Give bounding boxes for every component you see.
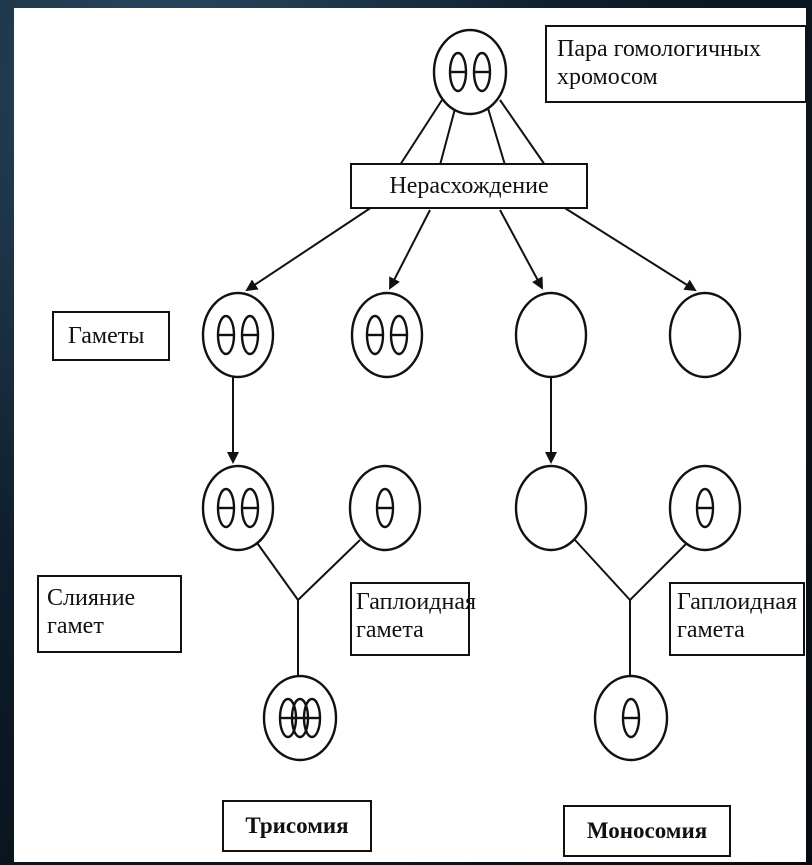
top-connectors	[399, 99, 546, 166]
gamete-nullisomic-2	[668, 291, 742, 379]
gametes-label: Гаметы	[52, 311, 170, 361]
monosomy-label: Моносомия	[563, 805, 731, 857]
haploid-gamete-right-label: Гаплоидная гамета	[669, 582, 805, 656]
fusing-disomic-gamete	[201, 464, 275, 552]
fusion-lines	[254, 539, 691, 680]
fusing-nullisomic-gamete	[514, 464, 588, 552]
gamete-arrows	[245, 204, 697, 292]
nondisjunction-label: Нерасхождение	[350, 163, 588, 209]
gamete-disomic-2	[350, 291, 424, 379]
gamete-disomic-1	[201, 291, 275, 379]
trisomy-label: Трисомия	[222, 800, 372, 852]
haploid-gamete-left-label: Гаплоидная гамета	[350, 582, 476, 656]
haploid-gamete-left	[348, 464, 422, 552]
gamete-nullisomic-1	[514, 291, 588, 379]
monosomic-zygote	[593, 674, 669, 762]
top-cell	[432, 28, 508, 116]
fusion-label: Слияние гамет	[37, 575, 182, 653]
haploid-gamete-right	[668, 464, 742, 552]
homologous-pair-label: Пара гомологичных хромосом	[545, 25, 807, 103]
trisomic-zygote	[262, 674, 338, 762]
fusion-arrows	[227, 375, 557, 464]
